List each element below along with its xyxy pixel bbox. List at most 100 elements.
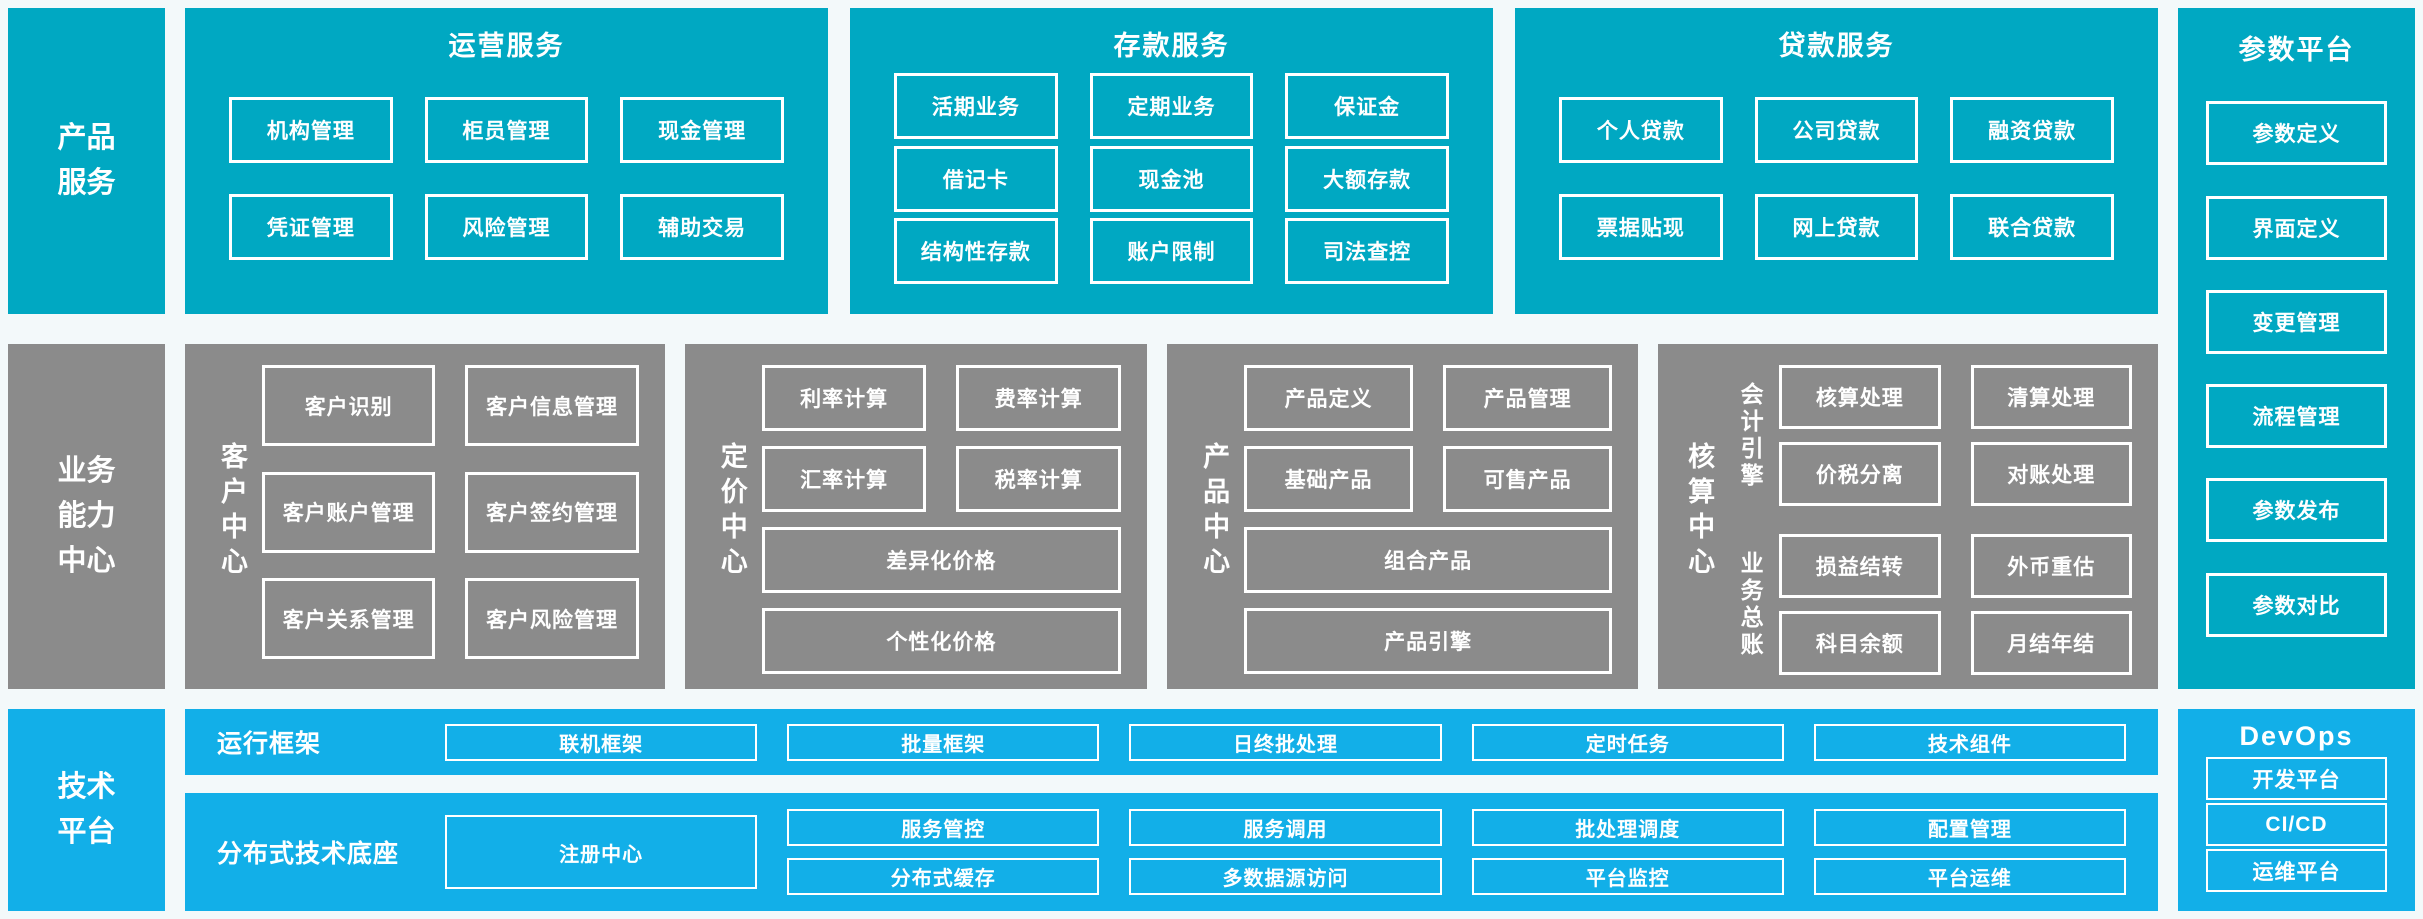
service-box: 流程管理 <box>2206 384 2387 449</box>
devops-box: CI/CD <box>2206 803 2387 846</box>
panel-title: 存款服务 <box>1113 31 1230 61</box>
panel-grid: 利率计算 费率计算 汇率计算 税率计算 差异化价格 个性化价格 <box>761 365 1122 674</box>
capability-box: 汇率计算 <box>761 446 927 512</box>
box-row: 产品定义 产品管理 <box>1244 365 1613 431</box>
group-grid: 核算处理 清算处理 价税分离 对账处理 <box>1779 365 2132 506</box>
capability-box: 对账处理 <box>1970 442 2132 506</box>
panel-parameter-platform: 参数平台 参数定义 界面定义 变更管理 流程管理 参数发布 参数对比 <box>2178 8 2415 689</box>
capability-box: 基础产品 <box>1244 446 1414 512</box>
capability-box: 损益结转 <box>1779 534 1941 598</box>
capability-box: 费率计算 <box>956 365 1122 431</box>
bar-label: 分布式技术底座 <box>217 840 400 868</box>
vertical-label: 客户中心 <box>217 442 247 582</box>
panel-title: 运营服务 <box>448 31 565 61</box>
box-row: 价税分离 对账处理 <box>1779 442 2132 506</box>
service-box: 定期业务 <box>1089 73 1254 140</box>
service-box: 账户限制 <box>1089 217 1254 284</box>
panel-grid: 活期业务 定期业务 保证金 借记卡 现金池 大额存款 结构性存款 账户限制 司法… <box>894 67 1450 290</box>
vertical-label: 产品中心 <box>1199 442 1230 582</box>
service-box: 融资贷款 <box>1950 97 2115 164</box>
tech-box: 配置管理 <box>1813 809 2126 846</box>
tech-box: 日终批处理 <box>1129 723 1442 761</box>
rail-business-capability-center: 业务 能力 中心 <box>8 344 165 689</box>
box-row: 损益结转 外币重估 <box>1779 534 2132 598</box>
group-business-ledger: 业务总账 损益结转 外币重估 科目余额 月结年结 <box>1729 534 2132 675</box>
capability-box: 产品管理 <box>1443 365 1613 431</box>
panel-accounting-center: 核算中心 会计引擎 核算处理 清算处理 价税分离 对账处理 <box>1658 344 2158 689</box>
panel-title: 参数平台 <box>2238 35 2355 65</box>
vertical-sublabel: 会计引擎 <box>1737 381 1764 490</box>
service-box: 结构性存款 <box>894 217 1058 284</box>
box-row: 科目余额 月结年结 <box>1779 611 2132 675</box>
service-box: 参数对比 <box>2206 572 2387 637</box>
tech-box: 服务调用 <box>1129 809 1442 846</box>
rail-product-services: 产品 服务 <box>8 8 165 314</box>
box-row: 基础产品 可售产品 <box>1244 446 1613 512</box>
service-box: 变更管理 <box>2206 289 2387 354</box>
bar-distributed-base: 分布式技术底座 注册中心 服务管控 服务调用 批处理调度 配置管理 分布式缓存 … <box>185 793 2158 911</box>
panel-product-center: 产品中心 产品定义 产品管理 基础产品 可售产品 组合产品 产品引擎 <box>1167 344 1639 689</box>
capability-box: 个性化价格 <box>761 608 1122 674</box>
service-box: 风险管理 <box>424 193 589 260</box>
capability-box: 月结年结 <box>1970 611 2132 675</box>
tech-box: 定时任务 <box>1471 723 1784 761</box>
capability-box: 科目余额 <box>1779 611 1941 675</box>
service-box: 公司贷款 <box>1754 97 1919 164</box>
service-box: 参数发布 <box>2206 478 2387 543</box>
tech-box: 平台监控 <box>1471 858 1784 895</box>
group-grid: 损益结转 外币重估 科目余额 月结年结 <box>1779 534 2132 675</box>
service-box: 机构管理 <box>229 97 393 164</box>
panel-operation-services: 运营服务 机构管理 柜员管理 现金管理 凭证管理 风险管理 辅助交易 <box>185 8 828 314</box>
capability-box: 客户风险管理 <box>465 578 639 659</box>
box-row: 结构性存款 账户限制 司法查控 <box>894 217 1450 284</box>
capability-box: 税率计算 <box>956 446 1122 512</box>
vertical-label: 定价中心 <box>716 442 747 582</box>
tech-box: 联机框架 <box>445 723 758 761</box>
group-accounting-engine: 会计引擎 核算处理 清算处理 价税分离 对账处理 <box>1729 365 2132 506</box>
capability-box: 差异化价格 <box>761 527 1122 593</box>
service-box: 现金池 <box>1089 145 1254 212</box>
panel-list: 开发平台 CI/CD 运维平台 <box>2206 754 2387 895</box>
capability-box: 利率计算 <box>761 365 927 431</box>
service-box: 个人贷款 <box>1559 97 1723 164</box>
bar-label: 运行框架 <box>217 730 322 758</box>
box-row: 凭证管理 风险管理 辅助交易 <box>229 193 785 260</box>
box-row: 个人贷款 公司贷款 融资贷款 <box>1559 97 2115 164</box>
vertical-sublabel: 业务总账 <box>1737 550 1764 659</box>
service-box: 界面定义 <box>2206 195 2387 260</box>
box-row: 客户账户管理 客户签约管理 <box>262 471 639 553</box>
capability-box: 外币重估 <box>1970 534 2132 598</box>
tech-box-registry-center: 注册中心 <box>445 815 758 889</box>
tech-box: 服务管控 <box>787 809 1100 846</box>
tech-box: 批处理调度 <box>1471 809 1784 846</box>
service-box: 凭证管理 <box>229 193 393 260</box>
capability-box: 核算处理 <box>1779 365 1941 429</box>
panel-grid: 客户识别 客户信息管理 客户账户管理 客户签约管理 客户关系管理 客户风险管理 <box>262 365 639 659</box>
box-row: 借记卡 现金池 大额存款 <box>894 145 1450 212</box>
capability-box: 客户关系管理 <box>262 578 436 659</box>
capability-box: 组合产品 <box>1244 527 1613 593</box>
panel-customer-center: 客户中心 客户识别 客户信息管理 客户账户管理 客户签约管理 客户关系管理 客户… <box>185 344 665 689</box>
box-row: 汇率计算 税率计算 <box>761 446 1122 512</box>
box-row: 票据贴现 网上贷款 联合贷款 <box>1559 193 2115 260</box>
capability-box: 价税分离 <box>1779 442 1941 506</box>
devops-box: 开发平台 <box>2206 757 2387 800</box>
tech-box: 批量框架 <box>787 723 1100 761</box>
tech-box: 多数据源访问 <box>1129 858 1442 895</box>
tech-platform-bars: 运行框架 联机框架 批量框架 日终批处理 定时任务 技术组件 分布式技术底座 注… <box>185 709 2158 911</box>
service-box: 借记卡 <box>894 145 1058 212</box>
accounting-groups: 会计引擎 核算处理 清算处理 价税分离 对账处理 业务总账 <box>1729 365 2132 675</box>
panel-devops: DevOps 开发平台 CI/CD 运维平台 <box>2178 709 2415 911</box>
box-row: 机构管理 柜员管理 现金管理 <box>229 97 785 164</box>
tech-box: 分布式缓存 <box>787 858 1100 895</box>
bar-items: 联机框架 批量框架 日终批处理 定时任务 技术组件 <box>445 723 2127 761</box>
bar-grid: 注册中心 服务管控 服务调用 批处理调度 配置管理 分布式缓存 多数据源访问 平… <box>445 809 2126 895</box>
service-box: 联合贷款 <box>1950 193 2115 260</box>
capability-box: 清算处理 <box>1970 365 2132 429</box>
capability-box: 产品定义 <box>1244 365 1414 431</box>
service-box: 参数定义 <box>2206 101 2387 166</box>
box-row: 客户关系管理 客户风险管理 <box>262 578 639 659</box>
capability-box: 产品引擎 <box>1244 608 1613 674</box>
devops-box: 运维平台 <box>2206 849 2387 892</box>
